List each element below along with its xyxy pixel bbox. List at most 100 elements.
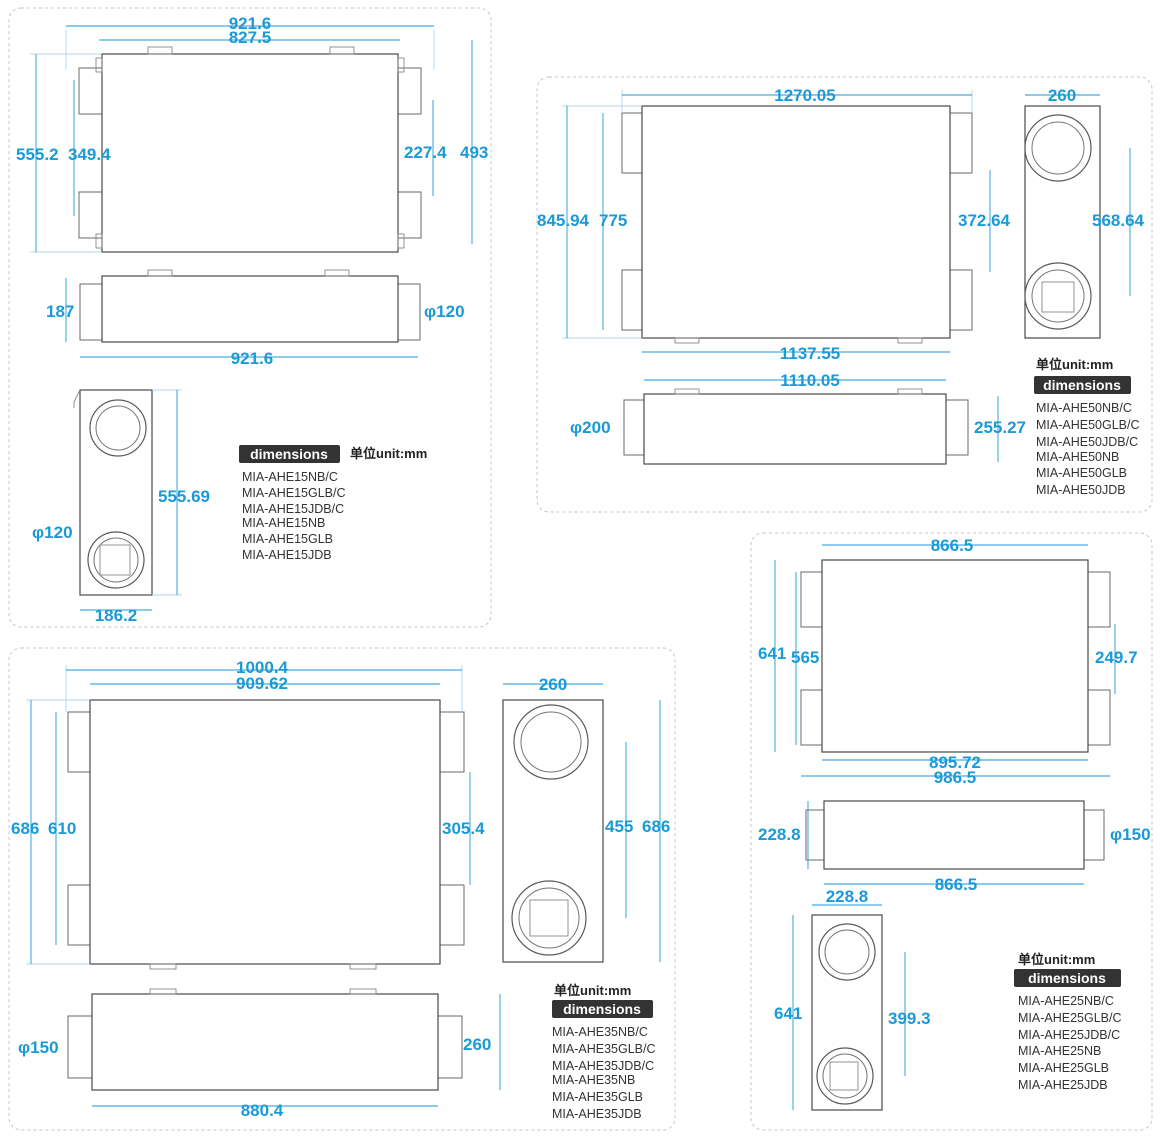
dim-left-overall: 555.2 [16, 145, 59, 164]
terminal-strip [147, 269, 173, 277]
model-item: MIA-AHE35NB/C [552, 1025, 648, 1039]
panel-ahe25: 866.5 641 565 249.7 895.72 986.5 228.8 φ… [750, 532, 1153, 1131]
dim-side-width: 880.4 [241, 1101, 284, 1120]
filter-access [99, 544, 131, 576]
duct-stub [67, 884, 93, 946]
ahe25-top-dims: 866.5 641 565 249.7 895.72 986.5 [758, 536, 1138, 787]
dimensions-badge-label: dimensions [1043, 377, 1121, 393]
dim-end-inner: 399.3 [888, 1009, 931, 1028]
ahe50-top-dims: 1270.05 845.94 775 372.64 1137.55 [537, 86, 1011, 363]
filter-access [529, 899, 569, 937]
dim-end-overall: 686 [642, 817, 670, 836]
duct-ring [822, 1053, 868, 1099]
duct-stub [79, 283, 105, 341]
model-item: MIA-AHE25GLB/C [1018, 1011, 1122, 1025]
ahe15-top-view [78, 46, 422, 253]
duct-stub [439, 884, 465, 946]
filter-access [1041, 281, 1075, 313]
duct-ring [511, 880, 587, 956]
duct-ring [95, 405, 141, 451]
ahe35-side-view [67, 988, 463, 1091]
bracket [397, 233, 405, 249]
ahe35-top-dims: 1000.4 909.62 686 610 305.4 [11, 658, 485, 965]
panel-border [8, 7, 492, 628]
dim-left-overall: 686 [11, 819, 39, 838]
model-item: MIA-AHE35NB [552, 1073, 635, 1087]
dim-right-inner: 305.4 [442, 819, 485, 838]
dim-end-height: 641 [774, 1004, 802, 1023]
ahe25-top-view [800, 559, 1111, 753]
duct-ring [518, 887, 580, 949]
duct-stub [805, 809, 827, 861]
dim-right-inner: 372.64 [958, 211, 1011, 230]
duct-stub [621, 269, 645, 331]
drain-hook [73, 389, 81, 408]
bracket [95, 57, 103, 73]
duct-ring [1031, 269, 1085, 323]
model-item: MIA-AHE50JDB/C [1036, 435, 1138, 449]
dim-end-width: 186.2 [95, 606, 138, 625]
dim-top-width: 866.5 [931, 536, 974, 555]
mounting-tab [349, 963, 377, 970]
duct-ring [520, 711, 582, 773]
duct-stub [949, 112, 973, 174]
ahe35-end-dims: 260 455 686 [503, 675, 670, 962]
mounting-tab [349, 988, 377, 995]
ahe25-side-view [805, 800, 1105, 870]
dim-end-width: 260 [539, 675, 567, 694]
duct-ring [89, 399, 147, 457]
ahe50-side-dims: 1110.05 φ200 255.27 [570, 371, 1026, 462]
model-item: MIA-AHE50NB/C [1036, 401, 1132, 415]
dimensions-badge-label: dimensions [563, 1001, 641, 1017]
mounting-tab [674, 337, 700, 344]
ahe25-legend: 单位unit:mm dimensions MIA-AHE25NB/C MIA-A… [1014, 952, 1122, 1092]
dim-side-height: 255.27 [974, 418, 1026, 437]
ahe50-end-dims: 260 568.64 [1025, 86, 1145, 296]
dim-left-overall: 641 [758, 644, 786, 663]
dim-left-inner: 349.4 [68, 145, 111, 164]
dim-end-width: 228.8 [826, 887, 869, 906]
panel-border [750, 532, 1153, 1131]
duct-stub [945, 399, 969, 456]
dimensions-badge-label: dimensions [250, 446, 328, 462]
unit-body [823, 800, 1085, 870]
dim-top-overall: 921.6 [229, 14, 272, 33]
duct-ring [1031, 121, 1085, 175]
ahe25-end-view [811, 914, 883, 1111]
mounting-tab [897, 337, 923, 344]
dim-end-height: 568.64 [1092, 211, 1145, 230]
ahe50-top-view [621, 105, 973, 344]
model-item: MIA-AHE15JDB/C [242, 502, 344, 516]
model-item: MIA-AHE15GLB [242, 532, 333, 546]
panel-ahe50: 1270.05 845.94 775 372.64 1137.55 260 56… [536, 76, 1153, 513]
model-item: MIA-AHE35JDB/C [552, 1059, 654, 1073]
model-item: MIA-AHE15JDB [242, 548, 332, 562]
dimensions-badge [1014, 969, 1121, 987]
mounting-tab [147, 46, 173, 55]
unit-label: 单位unit:mm [1018, 952, 1095, 967]
ahe15-legend: dimensions 单位unit:mm MIA-AHE15NB/C MIA-A… [239, 445, 427, 562]
ahe50-end-view [1024, 105, 1101, 339]
dim-top-inner: 827.5 [229, 28, 272, 47]
duct-stub [1087, 571, 1111, 628]
model-item: MIA-AHE25JDB/C [1018, 1028, 1120, 1042]
unit-label: 单位unit:mm [350, 446, 427, 461]
dim-side-duct: φ200 [570, 418, 611, 437]
dim-side-height: 260 [463, 1035, 491, 1054]
bracket [397, 57, 405, 73]
panel-border [536, 76, 1153, 513]
model-item: MIA-AHE15NB [242, 516, 325, 530]
unit-body [641, 105, 951, 339]
dim-bottom-inner: 1137.55 [780, 344, 841, 363]
model-item: MIA-AHE25JDB [1018, 1078, 1108, 1092]
duct-ring [824, 929, 870, 975]
ahe35-end-view [502, 699, 604, 963]
model-item: MIA-AHE50NB [1036, 450, 1119, 464]
dim-top-inner: 909.62 [236, 674, 288, 693]
model-item: MIA-AHE35GLB/C [552, 1042, 656, 1056]
duct-ring [87, 531, 145, 589]
dim-right-inner: 227.4 [404, 143, 447, 162]
mounting-tab [897, 388, 923, 395]
dim-left-inner: 565 [791, 648, 819, 667]
